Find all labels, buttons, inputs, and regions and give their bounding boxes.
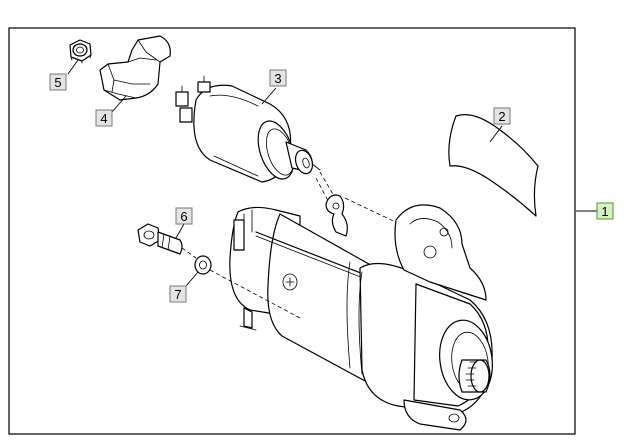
part-6-bolt[interactable] [137,223,183,255]
svg-text:7: 7 [174,287,181,302]
callout-3[interactable]: 3 [269,69,287,87]
svg-text:3: 3 [274,71,281,86]
callout-4[interactable]: 4 [95,109,113,127]
part-5-nut[interactable] [69,39,92,64]
callout-1[interactable]: 1 [596,202,614,220]
callout-5[interactable]: 5 [49,73,67,91]
part-3-solenoid[interactable] [175,75,321,183]
svg-text:5: 5 [54,75,61,90]
callout-7[interactable]: 7 [169,285,187,303]
callout-6[interactable]: 6 [175,207,193,225]
svg-text:1: 1 [601,204,608,219]
diagram-frame [8,27,576,435]
svg-text:2: 2 [498,109,505,124]
part-2-sheet[interactable] [448,114,539,217]
svg-text:4: 4 [100,111,107,126]
part-1-starter-motor[interactable] [229,194,497,431]
callout-2[interactable]: 2 [493,107,511,125]
part-7-washer[interactable] [194,255,212,275]
svg-text:6: 6 [180,209,187,224]
part-4-cover[interactable] [99,35,171,101]
